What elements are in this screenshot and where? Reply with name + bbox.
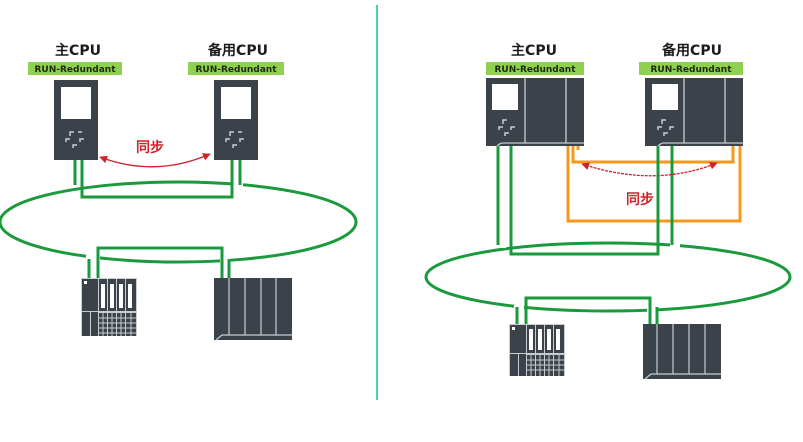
sync-arrow xyxy=(581,162,718,177)
cpu-title: 主CPU xyxy=(511,42,557,59)
network-ring xyxy=(424,241,792,313)
status-text: RUN-Redundant xyxy=(195,65,277,75)
left-primary-cpu[interactable]: 主CPU RUN-Redundant xyxy=(28,42,122,160)
status-badge xyxy=(639,62,743,75)
cpu-display xyxy=(221,87,251,119)
network-cables xyxy=(496,146,674,325)
right-io-station-rack[interactable] xyxy=(643,324,721,380)
left-panel: 主CPU RUN-Redundant 备用CPU RUN-Redundant xyxy=(0,42,358,341)
cpu-display xyxy=(492,84,518,110)
left-backup-cpu[interactable]: 备用CPU RUN-Redundant xyxy=(188,42,284,160)
status-text: RUN-Redundant xyxy=(34,65,116,75)
network-cables xyxy=(73,160,242,280)
cpu-keypad-icon xyxy=(657,119,674,136)
right-primary-cpu[interactable]: 主CPU RUN-Redundant xyxy=(486,42,584,147)
status-text: RUN-Redundant xyxy=(494,65,576,75)
status-badge xyxy=(28,62,122,75)
cpu-display xyxy=(652,84,678,110)
status-badge xyxy=(188,62,284,75)
status-badge xyxy=(486,62,584,75)
right-panel: 主CPU RUN-Redundant 备用CPU RUN-Redundant xyxy=(424,42,792,380)
sync-arrow xyxy=(99,153,211,168)
right-backup-cpu[interactable]: 备用CPU RUN-Redundant xyxy=(639,42,743,147)
sync-label: 同步 xyxy=(136,139,164,156)
cpu-display xyxy=(61,87,91,119)
cpu-title: 备用CPU xyxy=(661,42,722,59)
sync-cables xyxy=(566,146,742,223)
left-io-station-rack[interactable] xyxy=(214,278,292,341)
cpu-title: 主CPU xyxy=(55,42,101,59)
left-io-station-compact[interactable] xyxy=(81,278,137,336)
right-io-station-compact[interactable] xyxy=(509,324,565,376)
sync-label: 同步 xyxy=(626,191,654,208)
cpu-keypad-icon xyxy=(498,119,515,136)
network-ring xyxy=(0,180,358,264)
cpu-keypad-icon xyxy=(225,131,244,148)
cpu-keypad-icon xyxy=(65,131,84,148)
cpu-title: 备用CPU xyxy=(207,42,268,59)
status-text: RUN-Redundant xyxy=(650,65,732,75)
